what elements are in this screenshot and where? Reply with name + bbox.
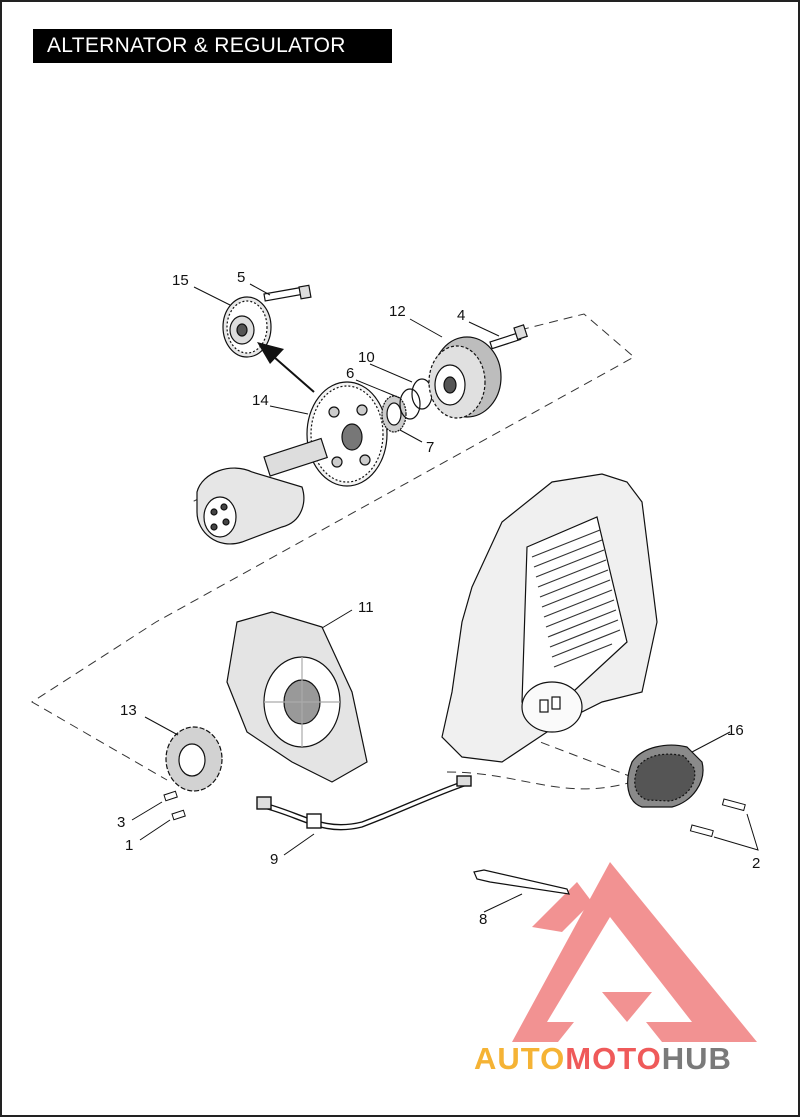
ring-6 bbox=[399, 388, 421, 420]
callout-16: 16 bbox=[727, 722, 744, 739]
callout-8: 8 bbox=[479, 911, 487, 928]
callout-15: 15 bbox=[172, 272, 189, 289]
regulator-housing bbox=[441, 473, 658, 763]
cable-9 bbox=[256, 775, 472, 831]
callout-7: 7 bbox=[426, 439, 434, 456]
callout-1: 1 bbox=[125, 837, 133, 854]
watermark-hub: HUB bbox=[662, 1041, 732, 1076]
gear-15 bbox=[222, 296, 272, 358]
callout-13: 13 bbox=[120, 702, 137, 719]
bolt-4 bbox=[489, 324, 528, 350]
regulator-16 bbox=[627, 744, 704, 808]
watermark-text: AUTOMOTOHUB bbox=[474, 1041, 732, 1076]
screw-2a bbox=[721, 798, 746, 812]
callout-4: 4 bbox=[457, 307, 465, 324]
screw-2b bbox=[689, 824, 714, 838]
callout-6: 6 bbox=[346, 365, 354, 382]
callout-14: 14 bbox=[252, 392, 269, 409]
callout-9: 9 bbox=[270, 851, 278, 868]
callout-labels: 15 5 12 4 10 6 7 14 11 13 16 3 1 9 2 8 bbox=[117, 269, 760, 928]
screw-1 bbox=[171, 809, 186, 821]
callout-12: 12 bbox=[389, 303, 406, 320]
watermark-logo bbox=[512, 862, 757, 1042]
callout-5: 5 bbox=[237, 269, 245, 286]
watermark-moto: MOTO bbox=[565, 1041, 661, 1076]
svg-text:AUTOMOTOHUB: AUTOMOTOHUB bbox=[474, 1041, 732, 1076]
callout-2: 2 bbox=[752, 855, 760, 872]
screw-3 bbox=[163, 790, 178, 802]
callout-11: 11 bbox=[358, 599, 374, 616]
crankshaft bbox=[196, 437, 328, 545]
direction-arrow bbox=[257, 342, 315, 393]
ring-10 bbox=[411, 378, 433, 410]
gear-14 bbox=[306, 381, 388, 487]
bolt-5 bbox=[263, 284, 312, 302]
stator-13 bbox=[165, 726, 223, 792]
tie-strap-8 bbox=[473, 869, 570, 895]
rotor-12 bbox=[428, 336, 502, 419]
leader-lines bbox=[131, 283, 759, 913]
watermark-auto: AUTO bbox=[474, 1041, 565, 1076]
stator-cover-11 bbox=[226, 611, 368, 783]
callout-10: 10 bbox=[358, 349, 375, 366]
page-title: ALTERNATOR & REGULATOR bbox=[33, 29, 392, 63]
callout-3: 3 bbox=[117, 814, 125, 831]
